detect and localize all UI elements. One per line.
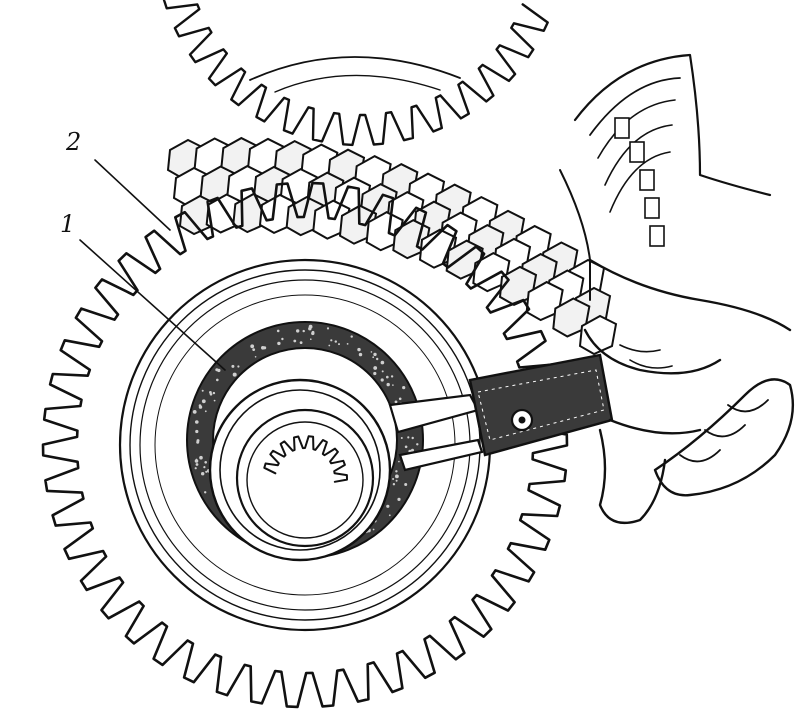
leader-line-2 [95, 160, 170, 230]
hand [585, 260, 793, 523]
helical-gear-band [168, 138, 616, 354]
splined-hub [210, 380, 390, 560]
circlip-pliers [390, 355, 612, 470]
callout-label-1: 1 [60, 210, 75, 238]
upper-gear [164, 0, 548, 145]
callout-label-2: 2 [65, 128, 81, 156]
leader-line-1 [80, 240, 225, 370]
